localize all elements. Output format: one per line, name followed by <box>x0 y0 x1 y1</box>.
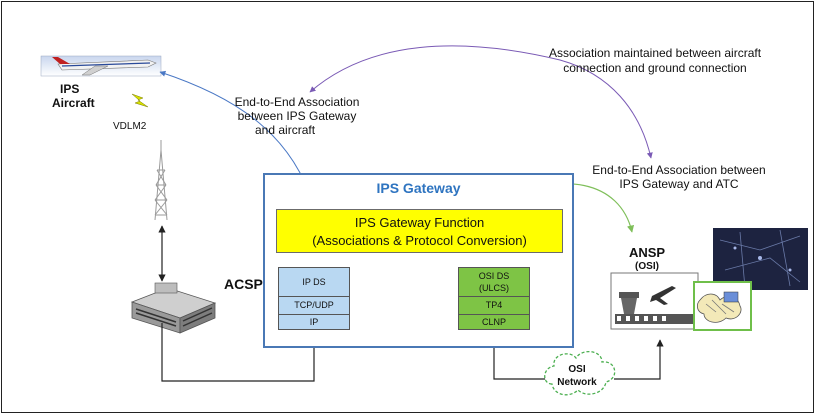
osi-stack-layer-osids: OSI DS <box>478 271 510 281</box>
e2e-aircraft-line2: between IPS Gateway <box>237 109 357 123</box>
osi-stack-layer-ulcs: (ULCS) <box>478 283 509 293</box>
e2e-atc-line1: End-to-End Association between <box>592 163 766 177</box>
aircraft-label-line1: IPS <box>60 82 80 96</box>
association-maintained-line1: Association maintained between aircraft <box>548 46 762 60</box>
ips-gateway-function-box: IPS Gateway Function (Associations & Pro… <box>276 209 563 253</box>
airplane-icon <box>40 55 162 77</box>
lightning-icon <box>131 93 149 108</box>
osi-network-label-line2: Network <box>557 377 597 388</box>
osi-protocol-stack: OSI DS (ULCS) TP4 CLNP <box>458 267 530 330</box>
ip-protocol-stack: IP DS TCP/UDP IP <box>278 267 350 330</box>
console-icon <box>693 281 752 331</box>
association-maintained-line2: connection and ground connection <box>563 61 747 75</box>
ip-stack-layer-ip: IP <box>279 314 349 330</box>
ip-stack-layer-ipds: IP DS <box>302 277 326 287</box>
gateway-function-subtitle: (Associations & Protocol Conversion) <box>312 233 527 248</box>
e2e-atc-line2: IPS Gateway and ATC <box>619 177 739 191</box>
ansp-label: ANSP <box>628 245 666 260</box>
cloud-icon <box>544 351 616 396</box>
ip-stack-layer-tcpudp: TCP/UDP <box>279 296 349 314</box>
ansp-sublabel: (OSI) <box>635 261 659 272</box>
building-icon <box>130 282 217 334</box>
e2e-aircraft-line3: and aircraft <box>255 123 316 137</box>
ips-gateway-title: IPS Gateway <box>376 180 461 196</box>
osi-network-label-line1: OSI <box>568 364 586 375</box>
e2e-aircraft-line1: End-to-End Association <box>234 95 360 109</box>
control-tower-icon <box>610 272 699 330</box>
gateway-function-title: IPS Gateway Function <box>354 215 485 230</box>
osi-stack-layer-clnp: CLNP <box>459 314 529 330</box>
radio-tower-icon <box>154 140 168 221</box>
osi-stack-layer-tp4: TP4 <box>459 296 529 314</box>
acsp-label: ACSP <box>224 276 263 292</box>
radar-screen-icon <box>713 228 808 290</box>
aircraft-label-line2: Aircraft <box>52 96 95 110</box>
vdlm2-label: VDLM2 <box>113 121 147 132</box>
